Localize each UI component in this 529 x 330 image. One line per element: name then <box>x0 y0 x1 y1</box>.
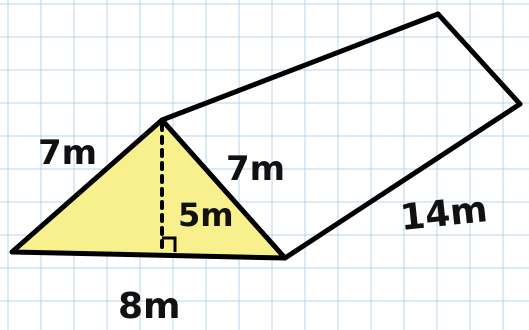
height-label: 5m <box>178 196 234 234</box>
prism-edges <box>9 11 523 261</box>
bottom-right-edge <box>282 101 523 261</box>
top-ridge-edge <box>159 11 441 123</box>
back-slant-edge <box>435 11 523 107</box>
length-label: 14m <box>398 189 489 239</box>
base-label: 8m <box>118 286 181 327</box>
right-angle-icon <box>162 236 177 252</box>
front-triangle-face <box>9 117 288 261</box>
right-slant-label: 7m <box>226 149 285 189</box>
left-slant-label: 7m <box>38 133 97 173</box>
